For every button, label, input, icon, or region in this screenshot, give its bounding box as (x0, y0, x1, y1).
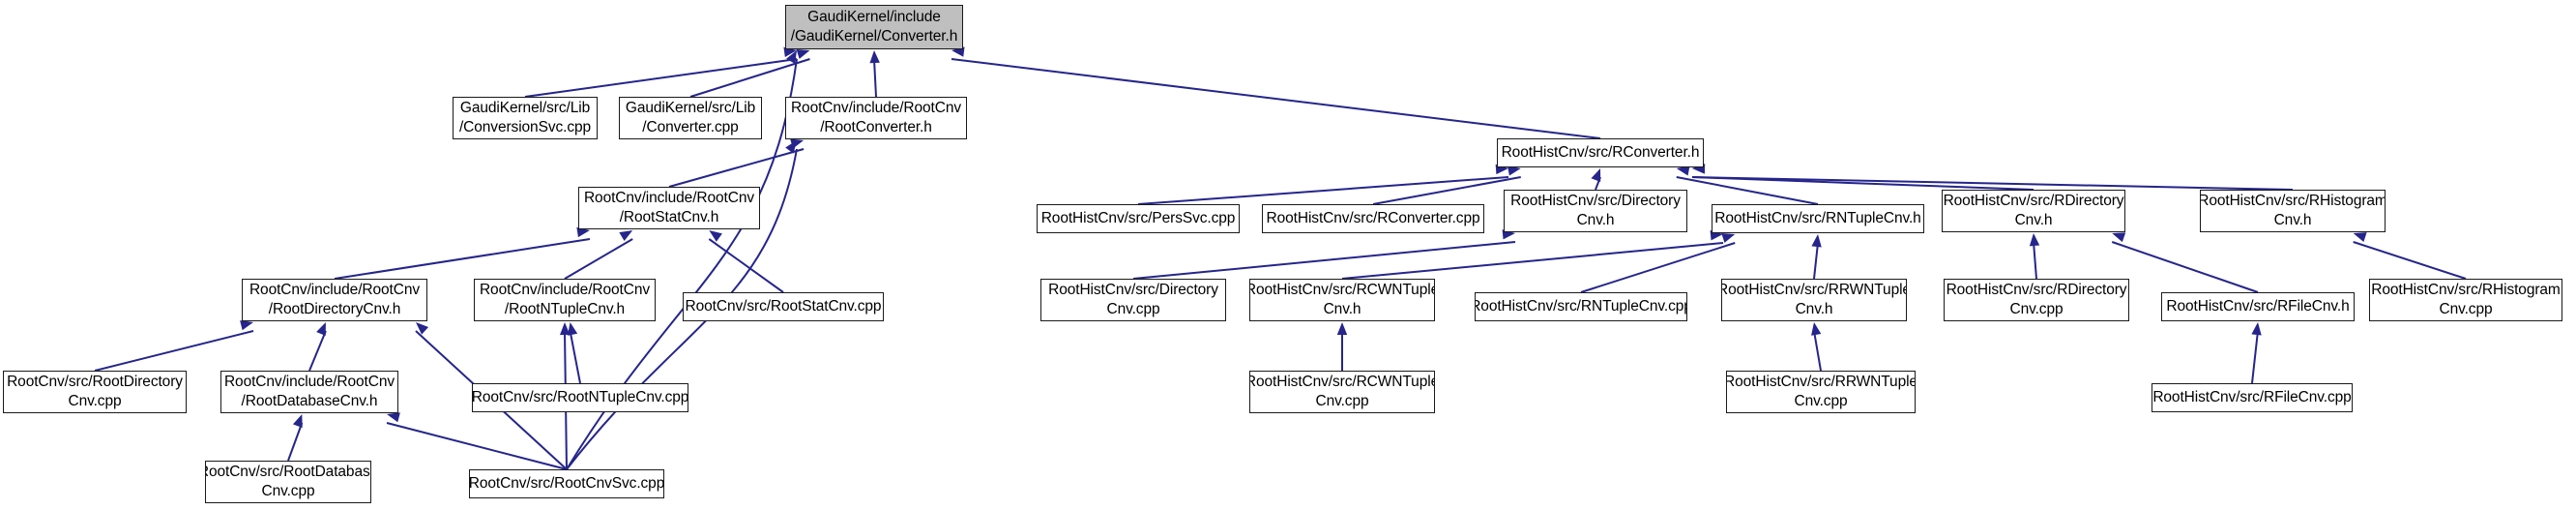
graph-edge-rntuplecnv_h-to-rconverter_h (1676, 165, 1819, 205)
graph-edge-rntuplecnv_cpp-to-rntuplecnv_h (1580, 233, 1736, 293)
graph-node-rrwntuplecnv_h[interactable]: RootHistCnv/src/RRWNTuple Cnv.h (1721, 279, 1907, 321)
graph-node-rootcnvsvc_cpp[interactable]: RootCnv/src/RootCnvSvc.cpp (469, 469, 664, 498)
graph-edge-rconverter_h-to-converter_h (951, 46, 1601, 139)
graph-node-perssvc_cpp[interactable]: RootHistCnv/src/PersSvc.cpp (1037, 204, 1240, 233)
graph-edge-rootdatabasecnv_cpp-to-rootdatabasecnv_h (287, 414, 304, 462)
graph-node-rootdatabasecnv_cpp[interactable]: RootCnv/src/RootDatabase Cnv.cpp (205, 461, 371, 503)
graph-node-converter_cpp[interactable]: GaudiKernel/src/Lib /Converter.cpp (619, 97, 762, 139)
graph-node-rootdatabasecnv_h[interactable]: RootCnv/include/RootCnv /RootDatabaseCnv… (220, 371, 398, 413)
graph-edge-rfilecnv_h-to-rdirectorycnv_h (2111, 232, 2259, 293)
graph-node-rootdirectorycnv_h[interactable]: RootCnv/include/RootCnv /RootDirectoryCn… (242, 279, 427, 321)
graph-edge-directorycnv_h-to-rconverter_h (1591, 168, 1601, 191)
graph-edge-perssvc_cpp-to-rconverter_h (1137, 164, 1509, 205)
graph-edge-rcwntuplecnv_cpp-to-rcwntuplecnv_h (1336, 322, 1348, 371)
graph-edge-converter_cpp-to-converter_h (689, 48, 810, 98)
graph-node-rntuplecnv_h[interactable]: RootHistCnv/src/RNTupleCnv.h (1712, 204, 1924, 233)
graph-node-rconverter_cpp[interactable]: RootHistCnv/src/RConverter.cpp (1262, 204, 1484, 233)
graph-node-rdirectorycnv_cpp[interactable]: RootHistCnv/src/RDirectory Cnv.cpp (1944, 279, 2129, 321)
graph-edge-rdirectorycnv_h-to-rconverter_h (1691, 164, 2034, 191)
graph-edge-rdirectorycnv_cpp-to-rdirectorycnv_h (2029, 233, 2040, 280)
graph-node-directorycnv_h[interactable]: RootHistCnv/src/Directory Cnv.h (1504, 190, 1687, 232)
graph-edge-rootdatabasecnv_h-to-rootdirectorycnv_h (308, 322, 327, 372)
graph-node-converter_h[interactable]: GaudiKernel/include /GaudiKernel/Convert… (785, 5, 963, 49)
graph-node-rfilecnv_cpp[interactable]: RootHistCnv/src/RFileCnv.cpp (2152, 383, 2353, 412)
graph-node-rootstatcnv_h[interactable]: RootCnv/include/RootCnv /RootStatCnv.h (578, 187, 760, 229)
graph-edge-rootdirectorycnv_cpp-to-rootdirectorycnv_h (94, 320, 254, 372)
graph-node-conversionsvc_cpp[interactable]: GaudiKernel/src/Lib /ConversionSvc.cpp (453, 97, 598, 139)
graph-node-rootntuplecnv_cpp[interactable]: RootCnv/src/RootNTupleCnv.cpp (472, 383, 688, 412)
graph-edge-rhistogramcnv_cpp-to-rhistogramcnv_h (2353, 232, 2467, 280)
graph-edge-rhistogramcnv_h-to-rconverter_h (1691, 164, 2294, 191)
graph-node-rootntuplecnv_h[interactable]: RootCnv/include/RootCnv /RootNTupleCnv.h (474, 279, 656, 321)
graph-node-rootdirectorycnv_cpp[interactable]: RootCnv/src/RootDirectory Cnv.cpp (3, 371, 187, 413)
graph-edge-rootstatcnv_cpp-to-rootstatcnv_h (708, 230, 784, 293)
graph-edge-rootntuplecnv_h-to-rootstatcnv_h (564, 230, 633, 280)
graph-edge-conversionsvc_cpp-to-converter_h (524, 46, 798, 98)
graph-node-rhistogramcnv_cpp[interactable]: RootHistCnv/src/RHistogram Cnv.cpp (2369, 279, 2562, 321)
graph-edge-directorycnv_cpp-to-directorycnv_h (1132, 229, 1516, 280)
graph-edge-rrwntuplecnv_cpp-to-rrwntuplecnv_h (1811, 322, 1822, 372)
graph-node-rconverter_h[interactable]: RootHistCnv/src/RConverter.h (1497, 138, 1704, 167)
graph-edge-rootcnvsvc_cpp-to-rootdatabasecnv_h (386, 412, 568, 470)
graph-node-rootconverter_h[interactable]: RootCnv/include/RootCnv /RootConverter.h (785, 97, 967, 139)
graph-node-rntuplecnv_cpp[interactable]: RootHistCnv/src/RNTupleCnv.cpp (1475, 292, 1687, 321)
graph-node-rfilecnv_h[interactable]: RootHistCnv/src/RFileCnv.h (2161, 292, 2355, 321)
graph-node-rcwntuplecnv_h[interactable]: RootHistCnv/src/RCWNTuple Cnv.h (1249, 279, 1435, 321)
graph-edge-rootntuplecnv_cpp-to-rootntuplecnv_h (567, 322, 581, 384)
graph-node-rhistogramcnv_h[interactable]: RootHistCnv/src/RHistogram Cnv.h (2200, 190, 2386, 232)
graph-node-rrwntuplecnv_cpp[interactable]: RootHistCnv/src/RRWNTuple Cnv.cpp (1726, 371, 1916, 413)
graph-edge-rconverter_cpp-to-rconverter_h (1372, 165, 1521, 205)
graph-node-rdirectorycnv_h[interactable]: RootHistCnv/src/RDirectory Cnv.h (1942, 190, 2125, 232)
graph-edge-rrwntuplecnv_h-to-rntuplecnv_h (1811, 234, 1822, 280)
graph-edge-rcwntuplecnv_h-to-rntuplecnv_h (1341, 230, 1724, 280)
graph-edge-rootconverter_h-to-converter_h (869, 50, 880, 98)
graph-edge-rootstatcnv_h-to-rootconverter_h (668, 138, 805, 188)
graph-edge-rfilecnv_cpp-to-rfilecnv_h (2251, 322, 2262, 384)
graph-node-rcwntuplecnv_cpp[interactable]: RootHistCnv/src/RCWNTuple Cnv.cpp (1249, 371, 1435, 413)
graph-edge-rootdirectorycnv_h-to-rootstatcnv_h (334, 226, 591, 280)
graph-node-rootstatcnv_cpp[interactable]: RootCnv/src/RootStatCnv.cpp (683, 292, 884, 321)
graph-node-directorycnv_cpp[interactable]: RootHistCnv/src/Directory Cnv.cpp (1040, 279, 1226, 321)
